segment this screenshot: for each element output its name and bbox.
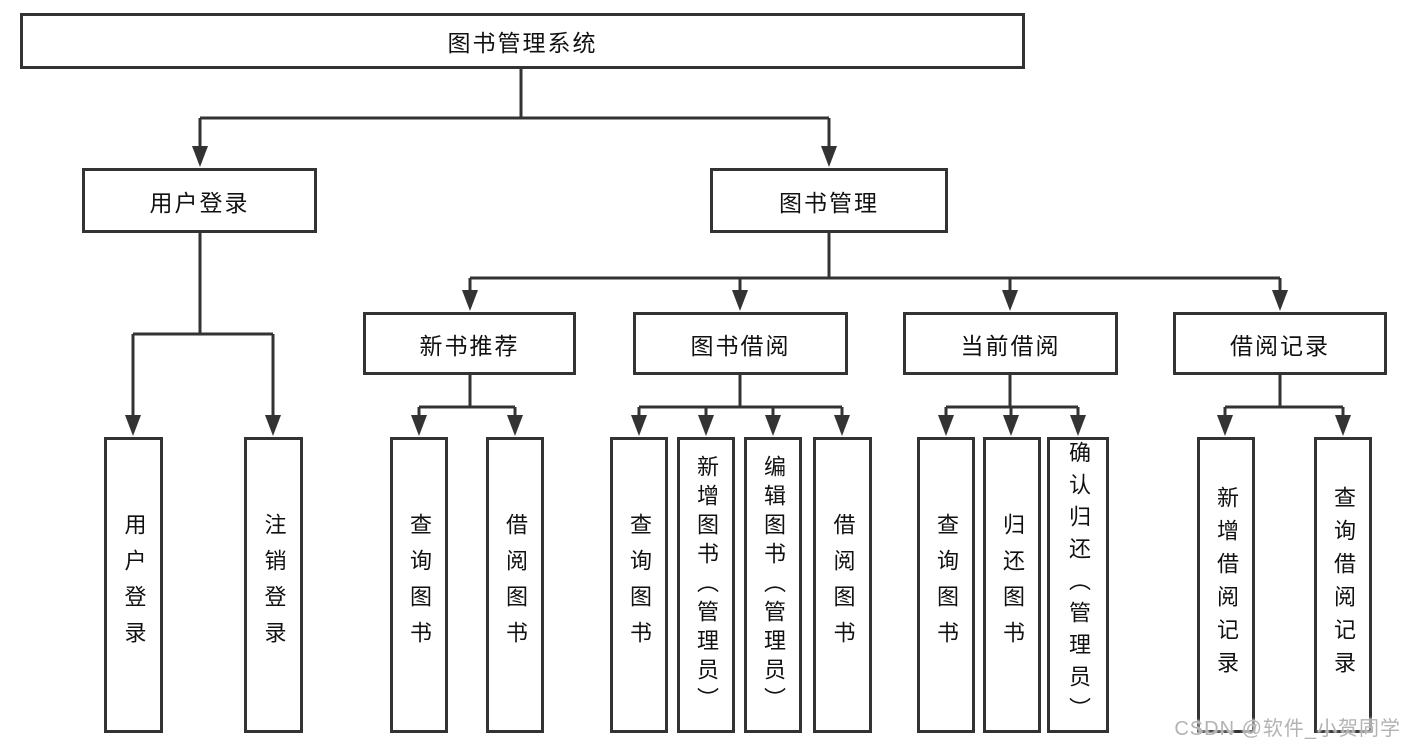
node-user-login-label: 用户登录 (149, 189, 250, 216)
leaf-add-book-admin: 新增图书（管理员） (677, 437, 735, 733)
leaf-add-book-admin-label: 新增图书（管理员） (694, 454, 719, 716)
leaf-add-borrow-record: 新增借阅记录 (1197, 437, 1255, 733)
leaf-logout: 注销登录 (244, 437, 303, 733)
node-borrowing-records-label: 借阅记录 (1230, 332, 1330, 359)
node-user-login: 用户登录 (82, 168, 317, 233)
node-current-borrowing: 当前借阅 (903, 312, 1118, 375)
leaf-borrow-books-borrowing: 借阅图书 (813, 437, 872, 733)
leaf-borrow-books-recommend: 借阅图书 (486, 437, 544, 733)
node-current-borrowing-label: 当前借阅 (960, 332, 1061, 359)
node-borrowing-records: 借阅记录 (1173, 312, 1387, 375)
leaf-add-borrow-record-label: 新增借阅记录 (1214, 486, 1239, 684)
leaf-confirm-return-admin-label: 确认归还（管理员） (1066, 441, 1091, 729)
watermark: CSDN @软件_小贺同学 (1174, 718, 1401, 740)
leaf-query-borrow-record: 查询借阅记录 (1314, 437, 1372, 733)
leaf-logout-label: 注销登录 (261, 513, 287, 657)
leaf-query-borrow-record-label: 查询借阅记录 (1331, 486, 1356, 684)
leaf-query-books-borrowing: 查询图书 (610, 437, 668, 733)
node-book-management-label: 图书管理 (779, 189, 879, 216)
node-book-borrowing-label: 图书借阅 (690, 332, 791, 359)
leaf-query-books-recommend: 查询图书 (390, 437, 448, 733)
leaf-edit-book-admin-label: 编辑图书（管理员） (761, 454, 786, 716)
leaf-confirm-return-admin: 确认归还（管理员） (1047, 437, 1109, 733)
leaf-return-book: 归还图书 (983, 437, 1041, 733)
node-book-management: 图书管理 (710, 168, 948, 233)
leaf-borrow-books-recommend-label: 借阅图书 (503, 513, 528, 657)
leaf-query-books-recommend-label: 查询图书 (407, 513, 432, 657)
arrowheads (125, 146, 1351, 436)
leaf-query-books-borrowing-label: 查询图书 (627, 513, 652, 657)
leaf-user-login: 用户登录 (104, 437, 163, 733)
node-book-borrowing: 图书借阅 (633, 312, 848, 375)
leaf-edit-book-admin: 编辑图书（管理员） (744, 437, 802, 733)
node-root: 图书管理系统 (20, 13, 1025, 69)
node-root-label: 图书管理系统 (447, 30, 598, 56)
leaf-borrow-books-borrowing-label: 借阅图书 (830, 513, 856, 657)
leaf-return-book-label: 归还图书 (1000, 513, 1025, 657)
leaf-query-books-current: 查询图书 (917, 437, 975, 733)
leaf-query-books-current-label: 查询图书 (934, 513, 959, 657)
node-new-book-recommend: 新书推荐 (363, 312, 576, 375)
node-new-book-recommend-label: 新书推荐 (419, 332, 520, 359)
leaf-user-login-label: 用户登录 (121, 513, 147, 657)
